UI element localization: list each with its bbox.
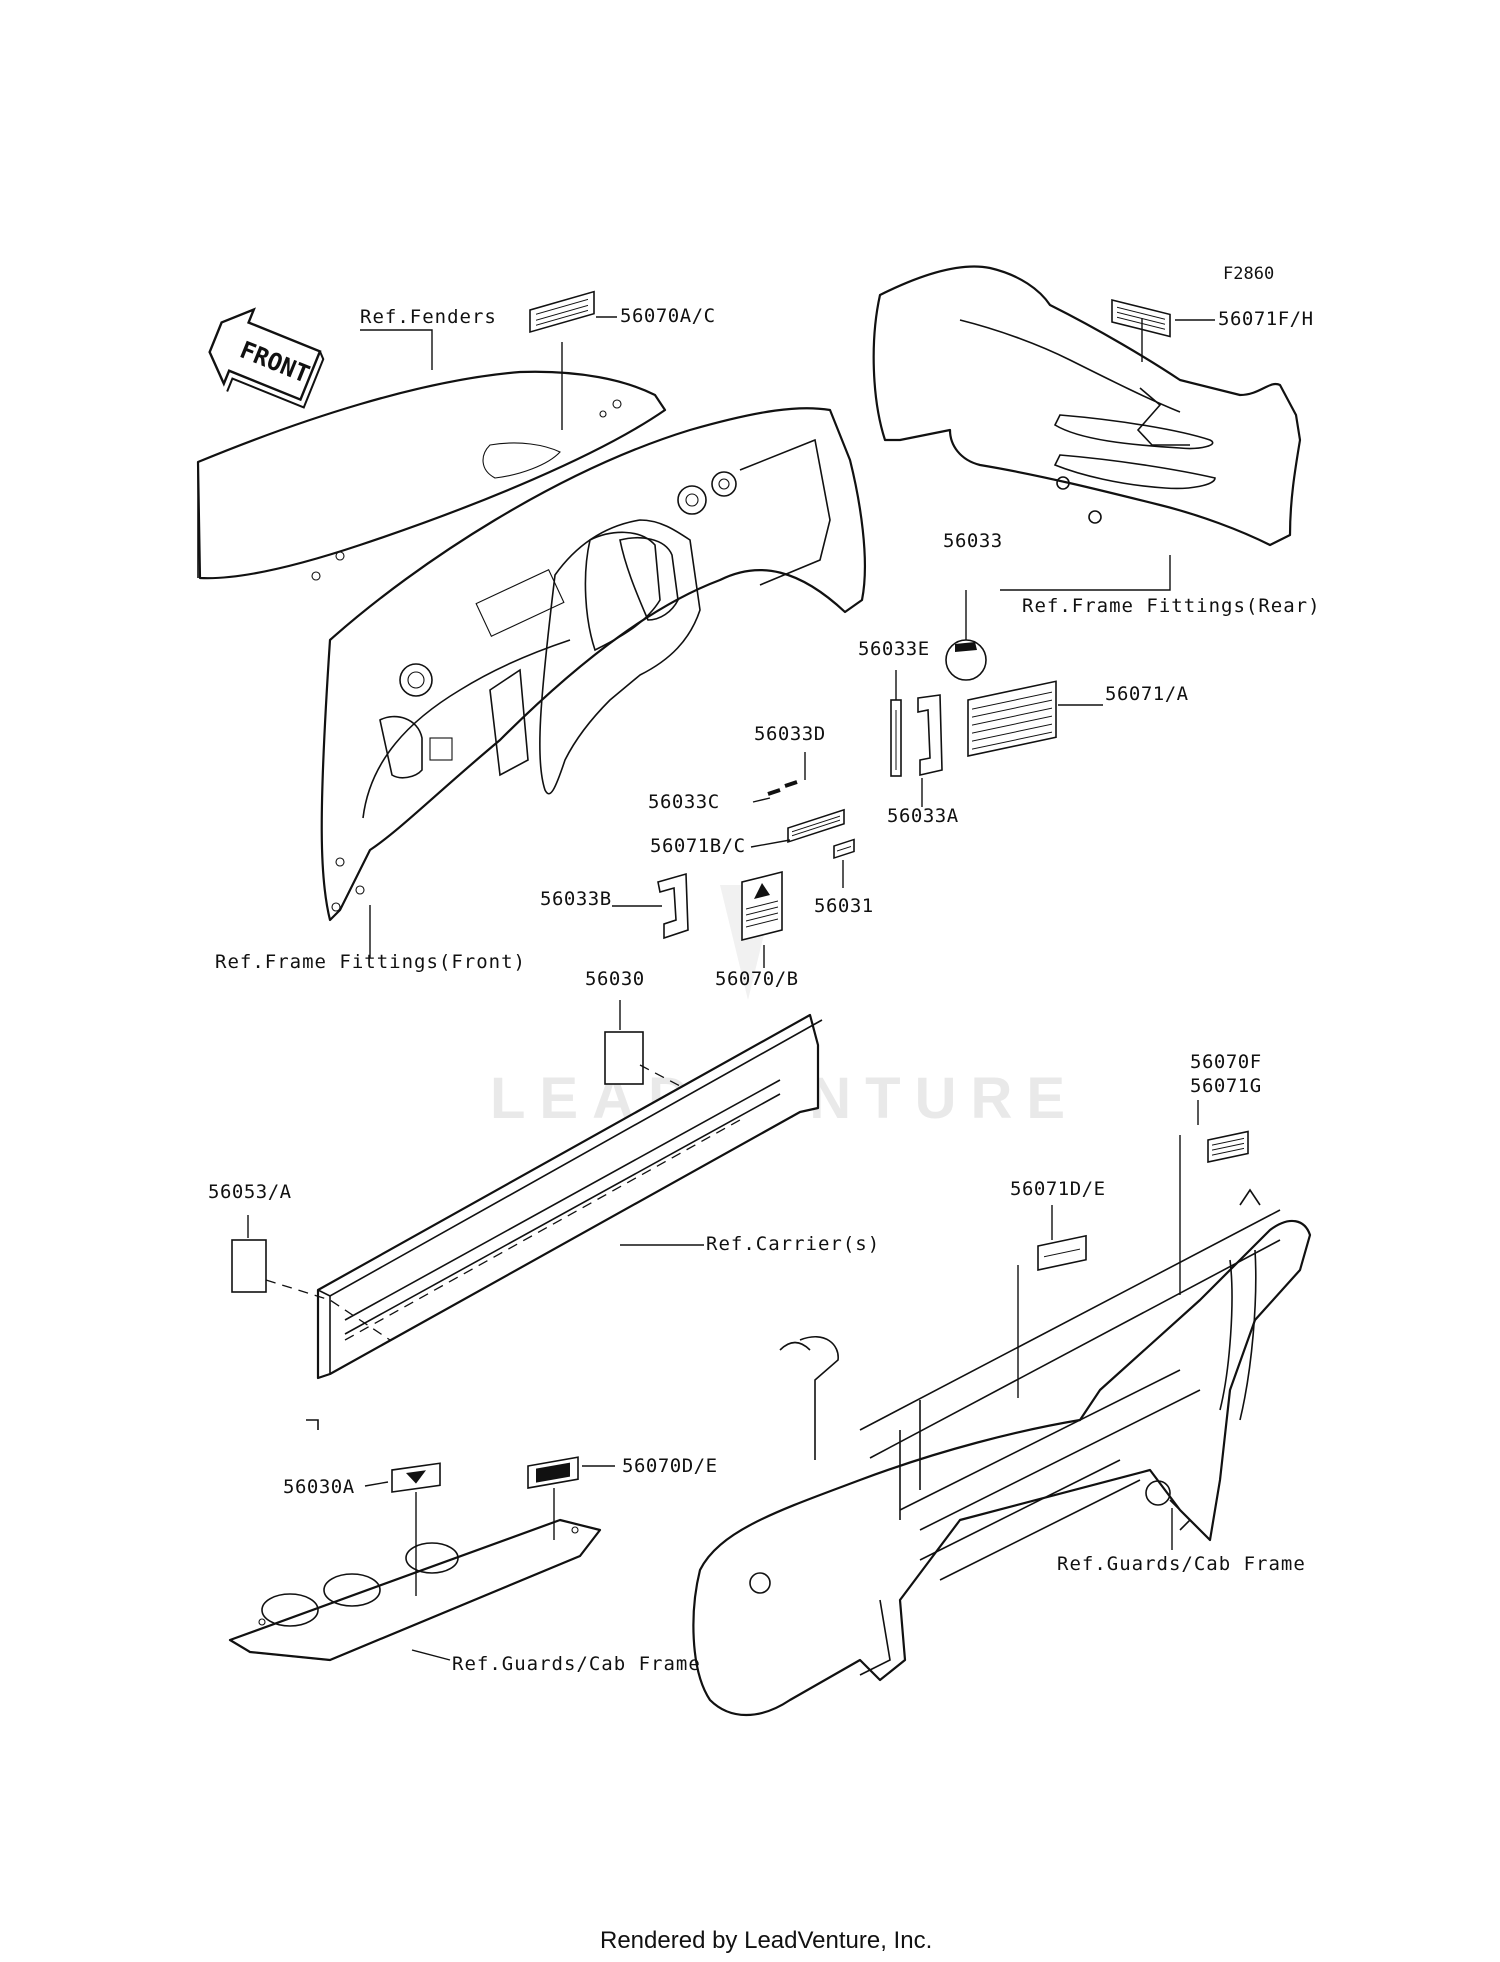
label-56033E: 56033E	[858, 638, 930, 660]
decal-56071D-E	[1037, 1234, 1087, 1271]
figure-code: F2860	[1223, 264, 1274, 284]
floor-guard-plate	[228, 1518, 602, 1662]
label-56033A: 56033A	[887, 805, 959, 827]
part-labels: 56070A/C 56071F/H 56033 56033E 56071/A 5…	[208, 305, 1314, 1498]
decal-56033D	[784, 780, 798, 788]
decal-56070-B	[741, 871, 783, 941]
carrier-panel	[306, 1013, 823, 1430]
decal-56070D-E	[527, 1456, 579, 1489]
ref-fenders: Ref.Fenders	[360, 306, 497, 328]
dashboard-panel	[320, 407, 867, 922]
front-arrow-icon: FRONT	[208, 307, 325, 409]
decal-56070F-56071G	[1207, 1130, 1249, 1163]
leader-lines	[247, 316, 1215, 1661]
label-56071G: 56071G	[1190, 1075, 1262, 1097]
decal-56033C	[767, 788, 781, 796]
fender-panel	[196, 370, 667, 581]
label-56071D-E: 56071D/E	[1010, 1178, 1106, 1200]
label-56070-B: 56070/B	[715, 968, 799, 990]
decal-56053-A	[231, 1239, 267, 1293]
cab-frame	[692, 1188, 1312, 1717]
decal-56071B-C	[787, 808, 845, 844]
decal-56033	[945, 639, 987, 681]
decal-56030	[604, 1031, 644, 1085]
decal-56033E	[890, 699, 902, 777]
label-56053-A: 56053/A	[208, 1181, 292, 1203]
reference-labels: Ref.Fenders Ref.Frame Fittings(Rear) Ref…	[215, 306, 1321, 1675]
label-56030: 56030	[585, 968, 645, 990]
label-56033B: 56033B	[540, 888, 612, 910]
ref-carriers: Ref.Carrier(s)	[706, 1233, 880, 1255]
decal-56071F-H	[1111, 299, 1171, 338]
ref-frame-fittings-front: Ref.Frame Fittings(Front)	[215, 951, 526, 973]
ref-guards-cab-frame-left: Ref.Guards/Cab Frame	[452, 1653, 701, 1675]
ref-guards-cab-frame-right: Ref.Guards/Cab Frame	[1057, 1553, 1306, 1575]
label-56070F: 56070F	[1190, 1051, 1262, 1073]
label-56071F-H: 56071F/H	[1218, 308, 1314, 330]
decal-56033B	[657, 872, 689, 940]
rear-frame-fitting	[872, 265, 1302, 547]
label-56030A: 56030A	[283, 1476, 355, 1498]
decal-56071-A	[967, 680, 1057, 757]
label-56031: 56031	[814, 895, 874, 917]
label-56033C: 56033C	[648, 791, 720, 813]
decal-56030A	[391, 1462, 441, 1493]
decal-56033A	[917, 694, 943, 777]
label-56033D: 56033D	[754, 723, 826, 745]
label-56033: 56033	[943, 530, 1003, 552]
footer-credit: Rendered by LeadVenture, Inc.	[600, 1927, 932, 1954]
decal-56031	[833, 838, 855, 860]
label-56070D-E: 56070D/E	[622, 1455, 718, 1477]
label-56070A-C: 56070A/C	[620, 305, 716, 327]
ref-frame-fittings-rear: Ref.Frame Fittings(Rear)	[1022, 595, 1321, 617]
label-56071-A: 56071/A	[1105, 683, 1189, 705]
label-56071B-C: 56071B/C	[650, 835, 746, 857]
decal-56070A-C	[529, 290, 595, 334]
